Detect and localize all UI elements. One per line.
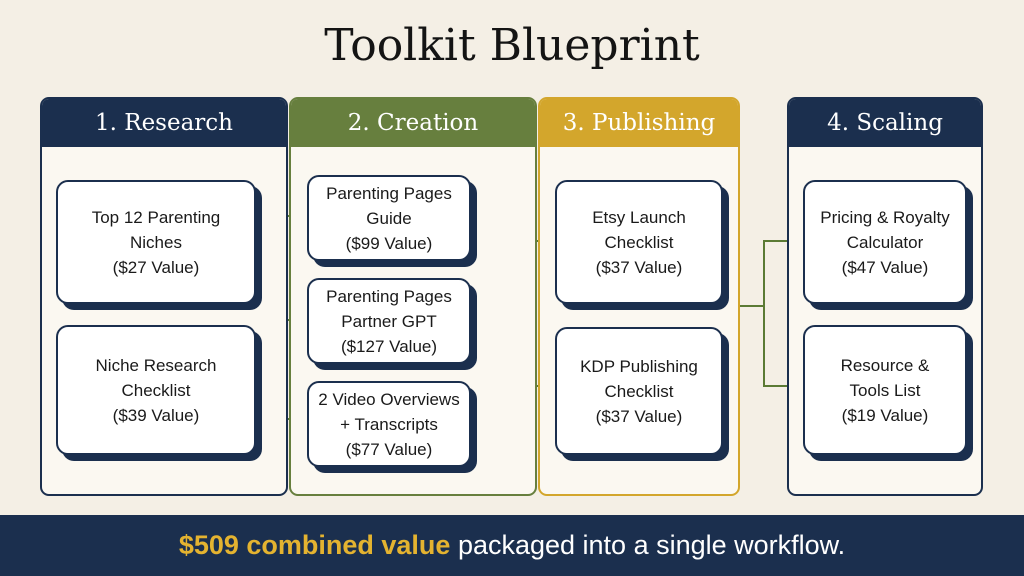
card-value: ($39 Value)	[112, 405, 200, 425]
card-parenting-pages-partner-gpt: Parenting Pages Partner GPT ($127 Value)	[307, 278, 471, 364]
banner-highlight: $509 combined value	[178, 530, 451, 560]
card-parenting-pages-guide: Parenting Pages Guide ($99 Value)	[307, 175, 471, 261]
card-line: Niche Research	[95, 355, 217, 375]
card-value: ($19 Value)	[841, 405, 929, 425]
card-line: KDP Publishing	[580, 356, 698, 376]
stage-header-publishing: 3. Publishing	[540, 99, 738, 147]
card-resource-tools-list: Resource & Tools List ($19 Value)	[803, 325, 967, 455]
card-line: Tools List	[849, 380, 921, 400]
card-line: Partner GPT	[341, 311, 437, 331]
card-line: Guide	[366, 208, 412, 228]
card-niche-research-checklist: Niche Research Checklist ($39 Value)	[56, 325, 256, 455]
card-line: Resource &	[840, 355, 930, 375]
card-value: ($27 Value)	[112, 257, 200, 277]
card-line: Pricing & Royalty	[820, 207, 950, 227]
card-line: Niches	[130, 232, 182, 252]
stage-creation: 2. Creation Parenting Pages Guide ($99 V…	[289, 97, 537, 496]
card-etsy-launch-checklist: Etsy Launch Checklist ($37 Value)	[555, 180, 723, 304]
card-line: Etsy Launch	[592, 207, 686, 227]
card-video-overviews-transcripts: 2 Video Overviews + Transcripts ($77 Val…	[307, 381, 471, 467]
card-line: Parenting Pages	[326, 286, 452, 306]
banner-text: packaged into a single workflow.	[450, 530, 846, 560]
stage-header-scaling: 4. Scaling	[789, 99, 981, 147]
page-title: Toolkit Blueprint	[324, 20, 700, 71]
card-value: ($37 Value)	[595, 406, 683, 426]
card-line: Calculator	[846, 232, 924, 252]
card-value: ($99 Value)	[345, 233, 433, 253]
card-top-12-parenting-niches: Top 12 Parenting Niches ($27 Value)	[56, 180, 256, 304]
card-line: Checklist	[604, 381, 674, 401]
card-line: Checklist	[121, 380, 191, 400]
card-line: 2 Video Overviews	[318, 389, 460, 409]
stage-header-research: 1. Research	[42, 99, 286, 147]
card-kdp-publishing-checklist: KDP Publishing Checklist ($37 Value)	[555, 327, 723, 455]
card-line: Checklist	[604, 232, 674, 252]
stage-header-creation: 2. Creation	[291, 99, 535, 147]
card-value: ($127 Value)	[340, 336, 438, 356]
card-line: Top 12 Parenting	[91, 207, 221, 227]
card-line: + Transcripts	[340, 414, 438, 434]
card-line: Parenting Pages	[326, 183, 452, 203]
card-value: ($47 Value)	[841, 257, 929, 277]
card-value: ($37 Value)	[595, 257, 683, 277]
arrow-to-pricing-calculator	[725, 234, 803, 307]
stage-research: 1. Research Top 12 Parenting Niches ($27…	[40, 97, 288, 496]
summary-banner: $509 combined value packaged into a sing…	[0, 515, 1024, 576]
stage-scaling: 4. Scaling Pricing & Royalty Calculator …	[787, 97, 983, 496]
card-pricing-royalty-calculator: Pricing & Royalty Calculator ($47 Value)	[803, 180, 967, 304]
stage-publishing: 3. Publishing Etsy Launch Checklist ($37…	[538, 97, 740, 496]
card-value: ($77 Value)	[345, 439, 433, 459]
